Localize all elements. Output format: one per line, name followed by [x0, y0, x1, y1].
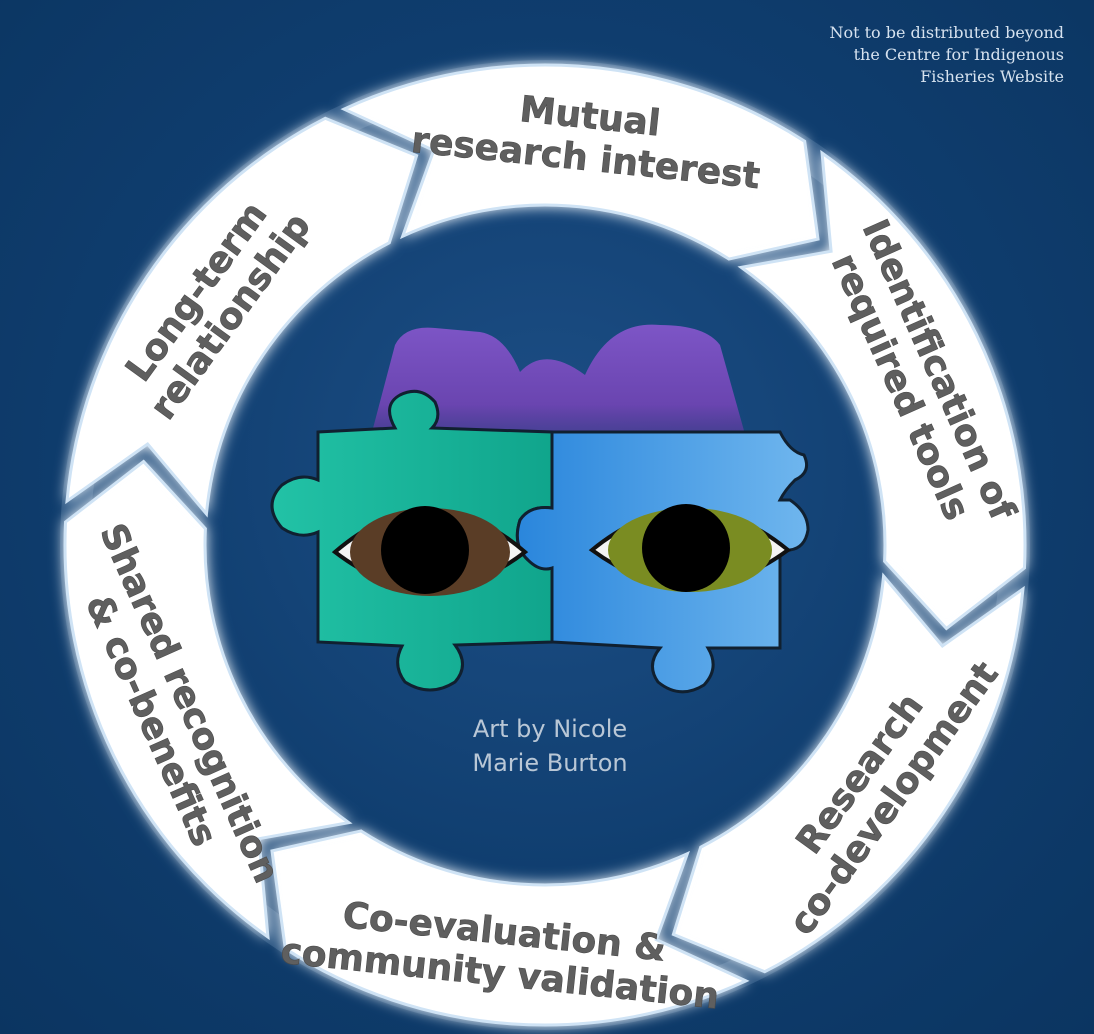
cycle-arrows — [63, 63, 1027, 1027]
distribution-notice: Not to be distributed beyond the Centre … — [764, 22, 1064, 88]
cycle-arrow — [737, 149, 1027, 631]
notice-line: Not to be distributed beyond — [829, 23, 1064, 42]
credit-line: Marie Burton — [472, 749, 628, 777]
puzzle-eyes-icon — [270, 324, 810, 694]
right-eye — [588, 504, 792, 592]
credit-line: Art by Nicole — [472, 715, 628, 743]
cycle-arrow — [65, 116, 419, 518]
notice-line: Fisheries Website — [920, 67, 1064, 86]
art-credit: Art by Nicole Marie Burton — [400, 712, 700, 780]
cycle-arrow — [63, 459, 353, 941]
cycle-arrow — [270, 829, 750, 1027]
left-eye — [331, 506, 529, 596]
notice-line: the Centre for Indigenous — [853, 45, 1064, 64]
cycle-arrow — [671, 572, 1025, 974]
cycle-arrow — [340, 63, 820, 261]
